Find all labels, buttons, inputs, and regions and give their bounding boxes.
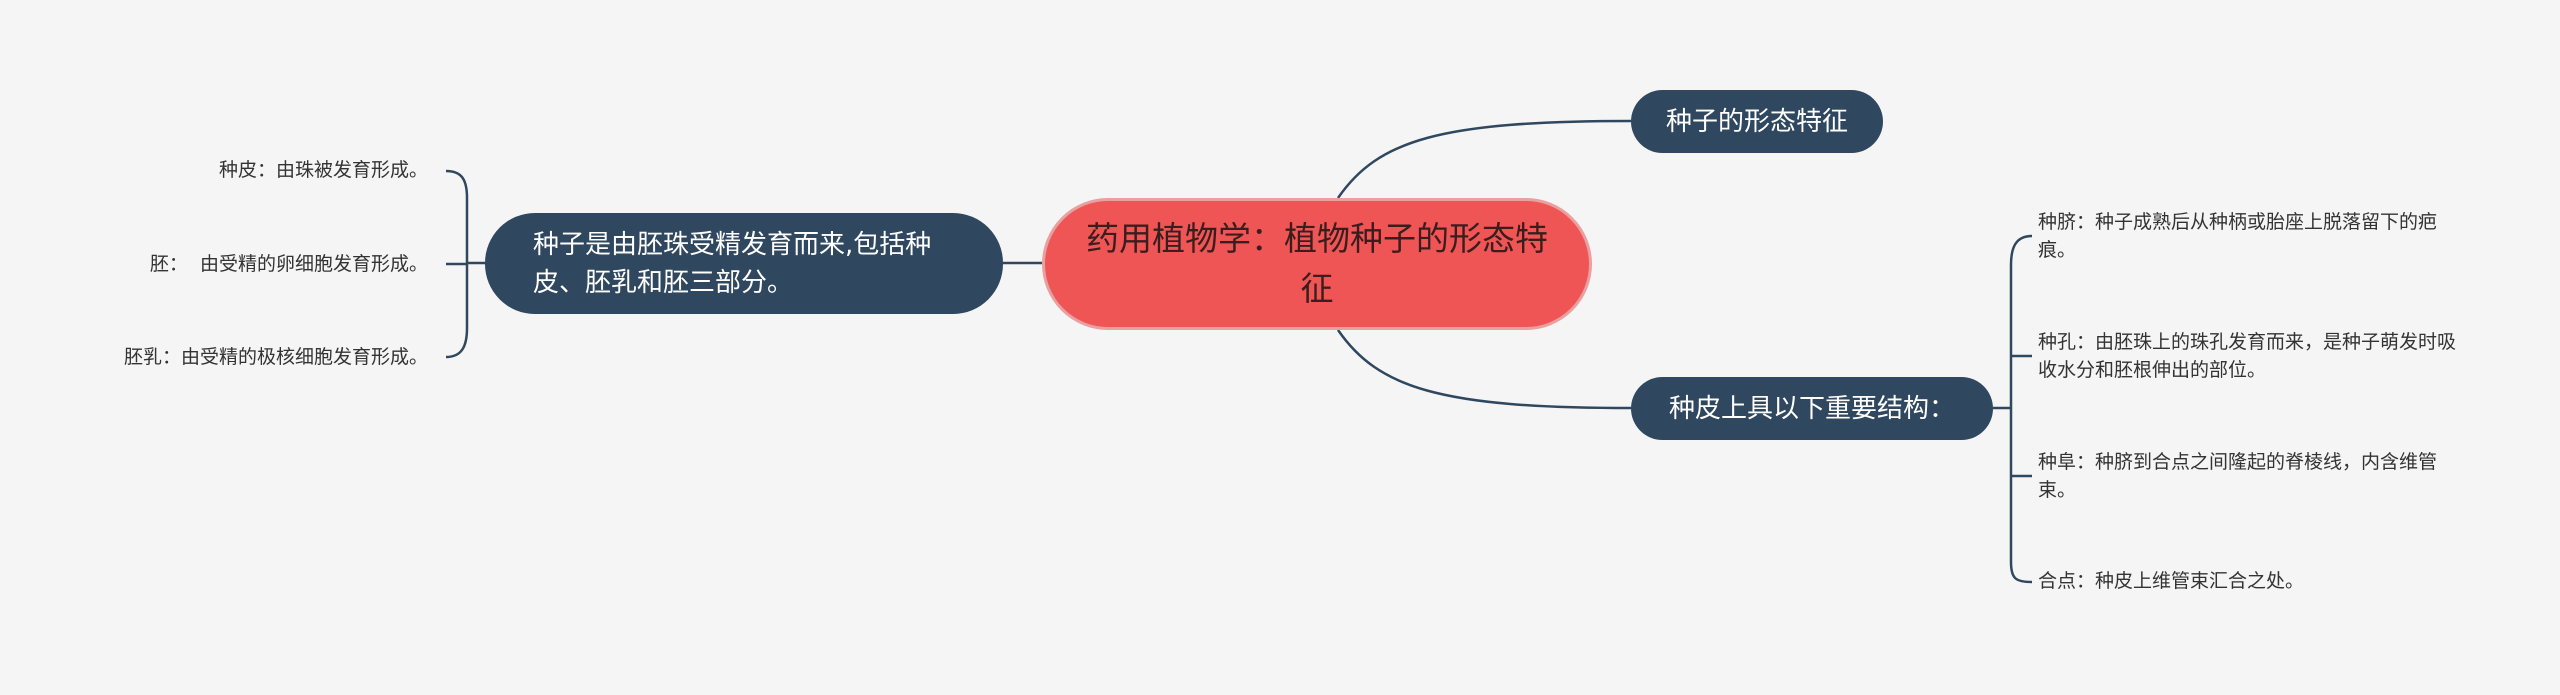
branch-seed-composition-label: 种子是由胚珠受精发育而来,包括种皮、胚乳和胚三部分。 [533, 229, 932, 298]
leaf-embryo[interactable]: 胚： 由受精的卵细胞发育形成。 [149, 253, 428, 275]
central-topic[interactable]: 药用植物学：植物种子的形态特征 [1042, 198, 1592, 330]
right-leaf-bracket [2009, 234, 2033, 584]
central-topic-label: 药用植物学：植物种子的形态特征 [1086, 219, 1548, 308]
leaf-hilum[interactable]: 种脐：种子成熟后从种柄或胎座上脱落留下的疤痕。 [2038, 211, 2438, 261]
branch-seed-coat-structures-label: 种皮上具以下重要结构： [1668, 393, 1955, 424]
branch-seed-composition[interactable]: 种子是由胚珠受精发育而来,包括种皮、胚乳和胚三部分。 [485, 213, 1003, 314]
branch-seed-coat-structures[interactable]: 种皮上具以下重要结构： [1631, 377, 1993, 440]
connector-center-top [1336, 119, 1632, 199]
connector-center-right [1336, 329, 1632, 410]
leaf-micropyle[interactable]: 种孔：由胚珠上的珠孔发育而来，是种子萌发时吸收水分和胚根伸出的部位。 [2038, 331, 2457, 381]
branch-seed-morphology-label: 种子的形态特征 [1665, 106, 1848, 137]
leaf-chalaza[interactable]: 合点：种皮上维管束汇合之处。 [2038, 570, 2305, 592]
leaf-endosperm[interactable]: 胚乳：由受精的极核细胞发育形成。 [123, 346, 428, 368]
branch-seed-morphology[interactable]: 种子的形态特征 [1631, 90, 1883, 153]
leaf-seed-coat[interactable]: 种皮：由珠被发育形成。 [218, 159, 428, 181]
leaf-raphe[interactable]: 种阜：种脐到合点之间隆起的脊棱线，内含维管束。 [2038, 451, 2438, 501]
